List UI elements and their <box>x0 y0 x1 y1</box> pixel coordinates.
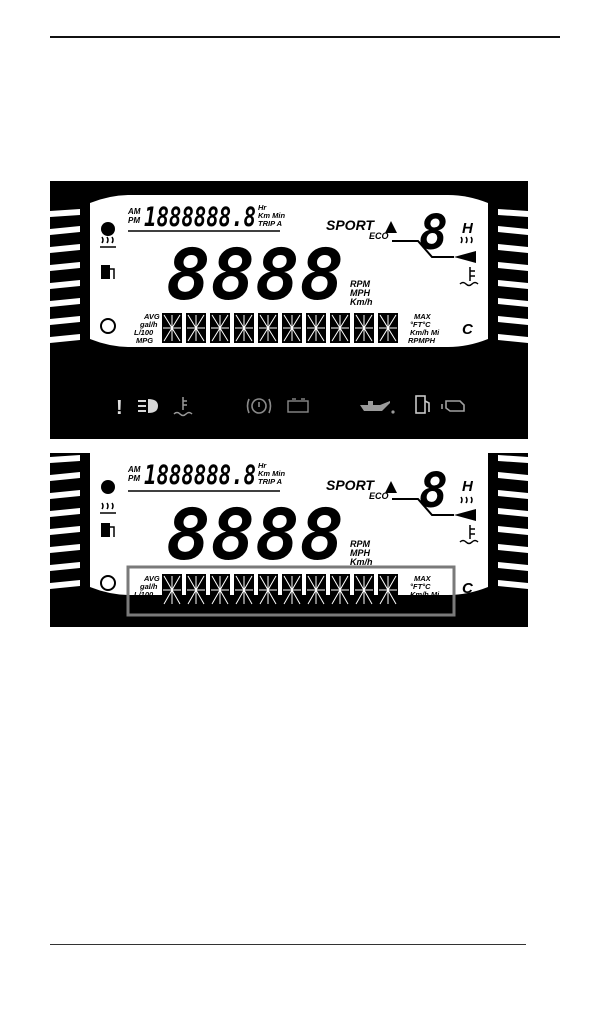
check-engine-icon <box>441 400 465 412</box>
gear-position-digit: 8 <box>419 205 448 261</box>
top-rule <box>50 36 560 38</box>
temp-high-label: H <box>462 220 474 237</box>
unit-mph: MPH <box>350 288 371 298</box>
empty-circle-icon <box>100 575 116 591</box>
odometer-readout: 1888888.8 <box>144 202 256 233</box>
main-speed-readout: 8888 <box>166 494 344 576</box>
info-label-mpg: MPG <box>136 598 153 607</box>
fuel-gauge-icon <box>101 523 115 537</box>
lcd-display-svg: AM PM 1888888.8 Hr Km Min TRIP A SPORT E… <box>50 453 528 617</box>
temp-warning-icon <box>460 496 473 504</box>
fuel-bar-graph <box>50 209 80 343</box>
odometer-readout: 1888888.8 <box>144 460 256 491</box>
gear-position-digit: 8 <box>419 463 448 519</box>
instrument-cluster-full: AM PM 1888888.8 Hr Km Min TRIP A SPORT E… <box>50 181 528 439</box>
temp-low-label: C <box>462 580 474 597</box>
heater-icon <box>100 502 116 514</box>
heater-icon <box>100 236 116 248</box>
info-label-avg: AVG <box>143 312 160 321</box>
temp-pointer-icon <box>454 251 476 263</box>
low-fuel-lamp-icon <box>101 222 115 236</box>
info-label-gal-h: gal/h <box>139 582 158 591</box>
main-speed-readout: 8888 <box>166 234 344 316</box>
sport-mode-indicator: SPORT <box>326 477 375 493</box>
eco-leaf-icon <box>385 481 397 493</box>
info-label-max: MAX <box>414 574 432 583</box>
info-label-l-100: L/100 <box>134 328 154 337</box>
info-label-temp-unit: °FT°C <box>410 582 431 591</box>
coolant-temperature-icon <box>173 397 193 417</box>
unit-mph: MPH <box>350 548 371 558</box>
pm-indicator: PM <box>128 216 140 225</box>
unit-kmh: Km/h <box>350 297 373 307</box>
temp-warning-icon <box>460 236 473 244</box>
odometer-unit-trip: TRIP A <box>258 477 282 486</box>
temp-high-label: H <box>462 478 474 495</box>
unit-kmh: Km/h <box>350 557 373 567</box>
info-label-rpmph: RPMPH <box>408 598 436 607</box>
temp-pointer-icon <box>454 509 476 521</box>
coolant-temp-icon <box>459 267 479 287</box>
temp-low-label: C <box>462 321 474 338</box>
info-label-rpmph: RPMPH <box>408 336 436 345</box>
am-indicator: AM <box>127 465 141 474</box>
info-segment-readout <box>162 574 398 606</box>
info-label-gal-h: gal/h <box>139 320 158 329</box>
low-fuel-lamp-icon <box>101 480 115 494</box>
battery-icon <box>287 398 309 413</box>
odometer-unit-hr: Hr <box>258 203 267 212</box>
exclamation-icon: ! <box>116 397 123 419</box>
warning-lamps-row: ! <box>116 395 465 419</box>
empty-circle-icon <box>100 318 116 334</box>
odometer-unit-km-min: Km Min <box>258 469 286 478</box>
odometer-unit-hr: Hr <box>258 461 267 470</box>
am-indicator: AM <box>127 207 141 216</box>
eco-mode-indicator: ECO <box>369 231 389 241</box>
sport-mode-indicator: SPORT <box>326 217 375 233</box>
temperature-bar-graph <box>498 455 528 589</box>
fuel-bar-graph <box>50 455 80 589</box>
lcd-display-svg: AM PM 1888888.8 Hr Km Min TRIP A SPORT E… <box>50 195 528 419</box>
headlight-icon <box>138 399 158 413</box>
divider-line <box>392 240 454 258</box>
info-segment-readout <box>162 313 398 343</box>
brake-warning-icon <box>246 398 272 414</box>
instrument-cluster-highlighted: AM PM 1888888.8 Hr Km Min TRIP A SPORT E… <box>50 453 528 627</box>
info-label-max: MAX <box>414 312 432 321</box>
oil-pressure-icon <box>360 401 395 414</box>
info-label-temp-unit: °FT°C <box>410 320 431 329</box>
odometer-unit-trip: TRIP A <box>258 219 282 228</box>
info-label-kmh-mi: Km/h Mi <box>410 328 440 337</box>
info-line-highlight-box <box>126 565 456 617</box>
eco-leaf-icon <box>385 221 397 233</box>
eco-mode-indicator: ECO <box>369 491 389 501</box>
info-label-l-100: L/100 <box>134 590 154 599</box>
divider-line <box>392 498 454 516</box>
pm-indicator: PM <box>128 474 140 483</box>
fuel-gauge-icon <box>101 265 115 279</box>
unit-rpm: RPM <box>350 539 371 549</box>
info-label-kmh-mi: Km/h Mi <box>410 590 440 599</box>
info-label-mpg: MPG <box>136 336 153 345</box>
unit-rpm: RPM <box>350 279 371 289</box>
odometer-unit-km-min: Km Min <box>258 211 286 220</box>
fuel-pump-icon <box>415 395 430 414</box>
bottom-rule <box>50 944 526 945</box>
coolant-temp-icon <box>459 525 479 545</box>
info-label-avg: AVG <box>143 574 160 583</box>
temperature-bar-graph <box>498 209 528 343</box>
